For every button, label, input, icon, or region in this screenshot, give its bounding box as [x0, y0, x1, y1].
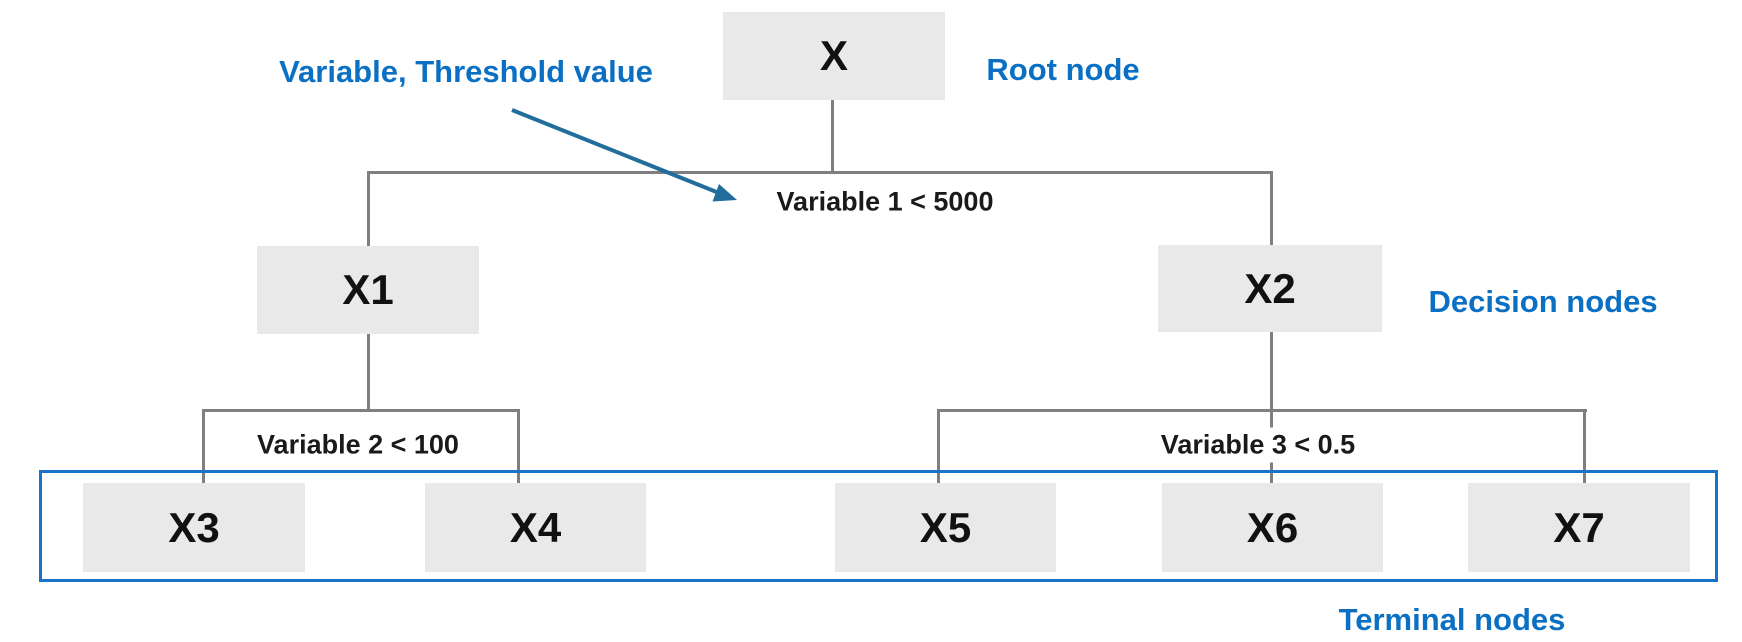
connector-to-x1 [367, 171, 370, 246]
node-x7: X7 [1468, 483, 1690, 572]
node-x7-label: X7 [1553, 503, 1605, 551]
terminal-nodes-box [39, 470, 1718, 582]
connector-to-x3 [202, 409, 205, 483]
node-x3-label: X3 [168, 503, 220, 551]
node-root-label: X [819, 32, 848, 79]
node-x6: X6 [1162, 483, 1383, 572]
annotation-terminal-nodes: Terminal nodes [1338, 602, 1566, 637]
connector-level1-horizontal [367, 171, 1273, 174]
connector-to-x7 [1583, 409, 1586, 483]
annotation-decision-nodes: Decision nodes [1428, 284, 1658, 319]
node-root: X [723, 12, 945, 100]
node-x3: X3 [83, 483, 305, 572]
connector-x1-split-horizontal [202, 409, 520, 412]
split-condition-2: Variable 2 < 100 [249, 427, 467, 463]
connector-root-stem [831, 100, 834, 172]
split-condition-1: Variable 1 < 5000 [768, 184, 1002, 220]
connector-to-x4 [517, 409, 520, 483]
annotation-root-node: Root node [986, 52, 1140, 87]
node-x2-label: X2 [1244, 264, 1296, 312]
node-x1-label: X1 [342, 266, 394, 313]
connector-x2-stem [1270, 332, 1273, 411]
annotation-variable-threshold: Variable, Threshold value [279, 54, 653, 89]
node-x6-label: X6 [1246, 503, 1299, 551]
node-x5-label: X5 [919, 503, 972, 551]
node-x1: X1 [257, 246, 479, 334]
connector-to-x5 [937, 409, 940, 483]
node-x4: X4 [425, 483, 646, 572]
node-x5: X5 [835, 483, 1056, 572]
node-x4-label: X4 [509, 503, 562, 551]
connector-x2-split-horizontal [937, 409, 1587, 412]
node-x2: X2 [1158, 245, 1382, 332]
connector-x1-stem [367, 334, 370, 411]
connector-to-x2 [1270, 171, 1273, 245]
split-condition-3: Variable 3 < 0.5 [1152, 427, 1364, 463]
